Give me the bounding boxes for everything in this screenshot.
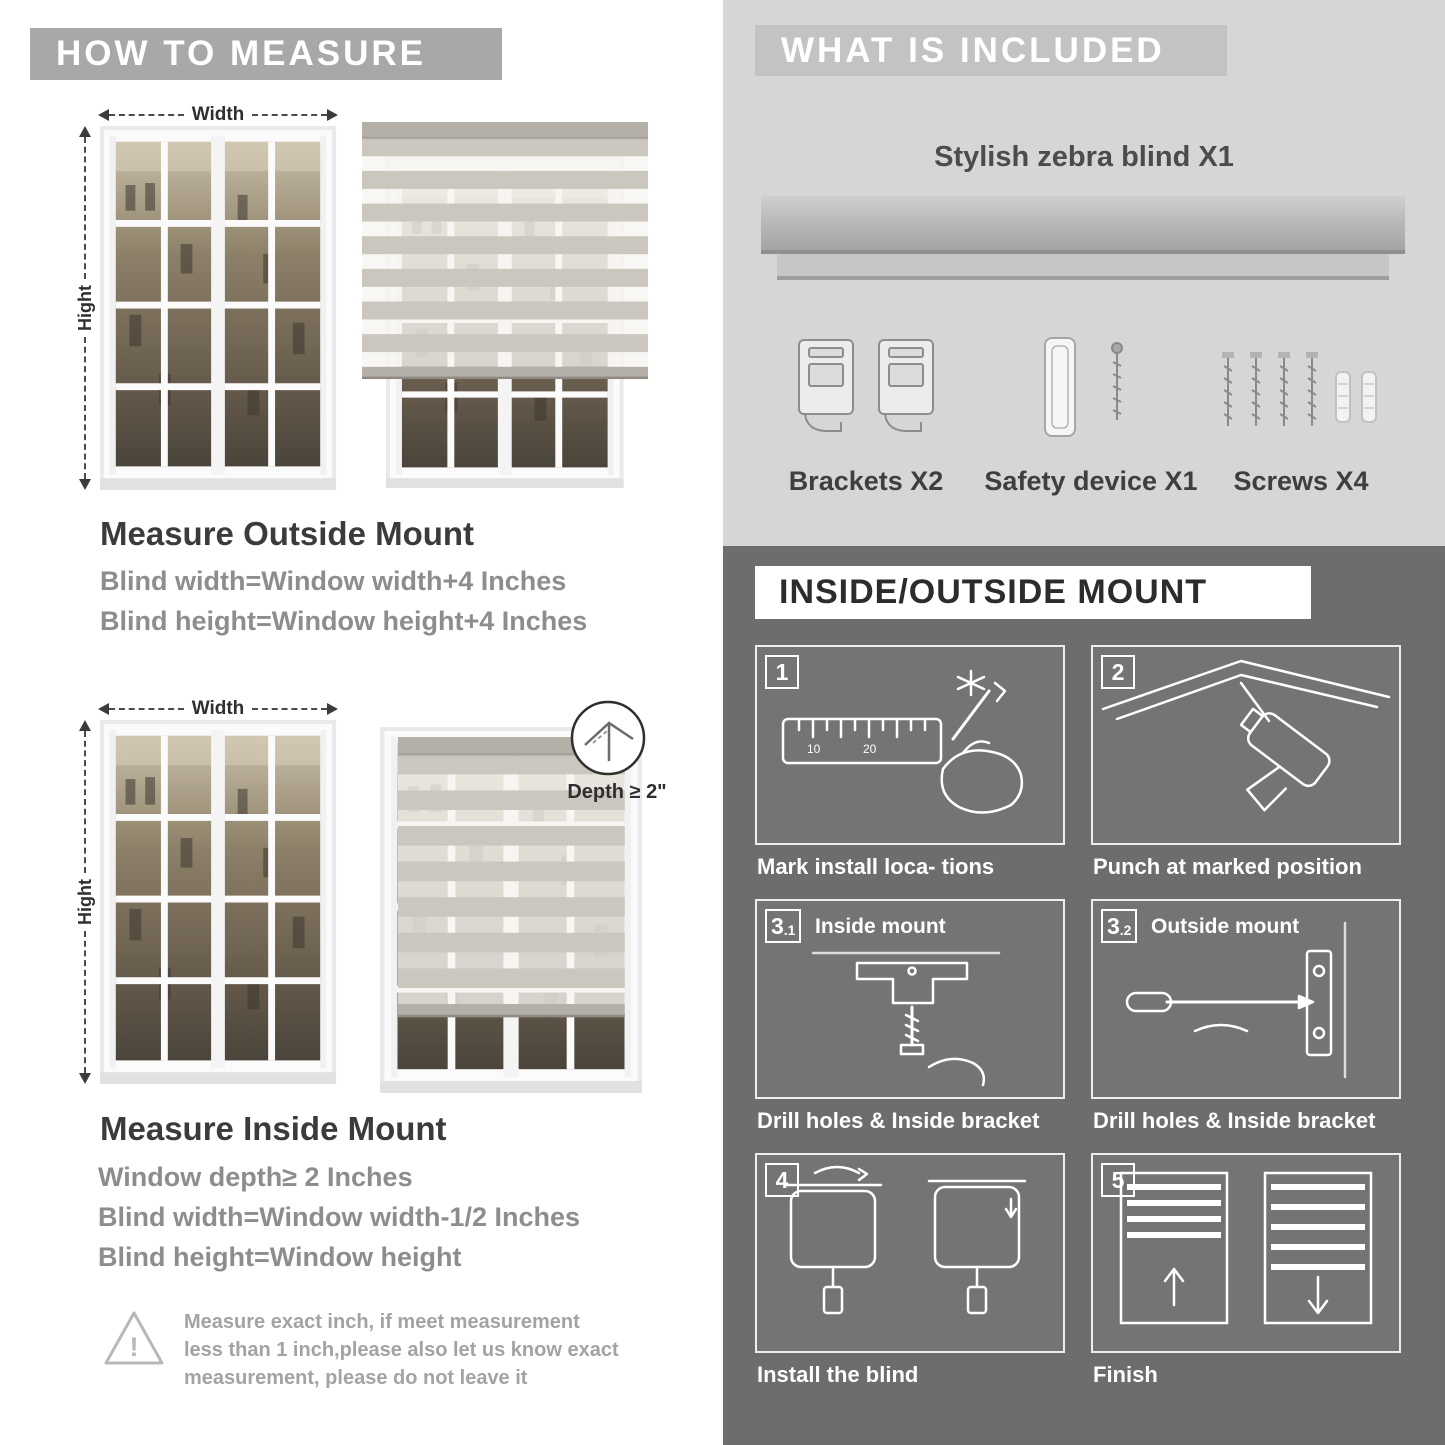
arrowhead-right-icon (327, 703, 338, 715)
step-5-panel: 5 (1091, 1153, 1401, 1353)
inside-mount-window-figure: Width Hight (72, 698, 338, 1085)
arrowhead-left-icon (98, 109, 109, 121)
step-3-1-caption: Drill holes & Inside bracket (757, 1108, 1040, 1133)
depth-callout-circle (570, 700, 646, 776)
depth-requirement-label: Depth ≥ 2" (567, 781, 667, 803)
step-2: 2 Punch at marked position (1091, 645, 1401, 881)
arrowhead-up-icon (79, 126, 91, 137)
svg-text:20: 20 (863, 742, 877, 756)
step-5: 5 Finish (1091, 1153, 1401, 1389)
inside-outside-mount-banner: INSIDE/OUTSIDE MOUNT (755, 566, 1311, 619)
step-1-caption: Mark install loca- tions (757, 854, 995, 879)
step-3-1-panel: 3.1 Inside mount (755, 899, 1065, 1099)
step-3-1-badge: 3.1 (765, 909, 802, 943)
svg-text:!: ! (130, 1332, 139, 1362)
arrowhead-right-icon (327, 109, 338, 121)
step-2-caption: Punch at marked position (1093, 854, 1362, 879)
brackets-icon (798, 339, 934, 432)
width-arrow: Width (98, 104, 338, 126)
step-1-badge: 1 (765, 655, 799, 689)
outside-height-formula: Blind height=Window height+4 Inches (100, 606, 588, 636)
width-label: Width (191, 104, 245, 125)
step-4-badge: 4 (765, 1163, 799, 1197)
screws-label: Screws X4 (1233, 466, 1369, 496)
anchor-icon (1335, 371, 1377, 423)
zebra-blind-product-label: Stylish zebra blind X1 (934, 141, 1234, 173)
height-label: Hight (74, 285, 95, 331)
measure-outside-mount-title: Measure Outside Mount (100, 515, 475, 552)
drill-illustration (1101, 659, 1391, 812)
height-arrow: Hight (72, 720, 98, 1085)
mark-locations-illustration: 10 20 (781, 669, 1024, 814)
screws-icon (1221, 351, 1377, 427)
step-3-2-panel: 3.2 Outside mount (1091, 899, 1401, 1099)
measure-inside-mount-title: Measure Inside Mount (100, 1110, 447, 1147)
arrowhead-left-icon (98, 703, 109, 715)
warning-icon: ! (104, 1311, 164, 1365)
inside-width-formula: Blind width=Window width-1/2 Inches (98, 1202, 581, 1232)
step-5-badge: 5 (1101, 1163, 1135, 1197)
what-is-included-section: WHAT IS INCLUDED Stylish zebra blind X1 … (723, 0, 1445, 546)
step-3-1: 3.1 Inside mount Drill holes & Inside br… (755, 899, 1065, 1135)
window-photo-illustration (98, 720, 338, 1084)
how-to-measure-banner: HOW TO MEASURE (30, 28, 502, 80)
installation-steps: 10 20 1 Mark install loca- tions (755, 645, 1401, 1407)
outside-bracket-illustration (1125, 921, 1347, 1079)
height-label: Hight (74, 879, 95, 925)
step-1-panel: 10 20 1 (755, 645, 1065, 845)
inside-outside-mount-section: INSIDE/OUTSIDE MOUNT 10 20 (723, 546, 1445, 1445)
how-to-measure-title: HOW TO MEASURE (56, 34, 426, 73)
arrowhead-down-icon (79, 1073, 91, 1085)
what-is-included-title: WHAT IS INCLUDED (781, 30, 1165, 70)
brackets-label: Brackets X2 (788, 466, 944, 496)
step-2-panel: 2 (1091, 645, 1401, 845)
arrowhead-down-icon (79, 479, 91, 491)
headrail-illustration (761, 196, 1405, 280)
inside-depth-formula: Window depth≥ 2 Inches (98, 1162, 413, 1192)
step-3-2: 3.2 Outside mount Drill holes & Inside b… (1091, 899, 1401, 1135)
step-4-caption: Install the blind (757, 1362, 919, 1387)
step-5-caption: Finish (1093, 1362, 1158, 1387)
measurement-warning: ! Measure exact inch, if meet measuremen… (102, 1308, 632, 1392)
what-is-included-banner: WHAT IS INCLUDED (755, 25, 1227, 76)
safety-device-label: Safety device X1 (984, 466, 1198, 496)
step-3-2-caption: Drill holes & Inside bracket (1093, 1108, 1376, 1133)
outside-width-formula: Blind width=Window width+4 Inches (100, 566, 567, 596)
outside-mount-blind-illustration (362, 122, 648, 488)
window-photo-illustration (98, 126, 338, 490)
finish-illustration (1119, 1171, 1373, 1325)
inside-outside-mount-title: INSIDE/OUTSIDE MOUNT (779, 573, 1208, 611)
warning-text: Measure exact inch, if meet measurement … (184, 1311, 619, 1389)
step-3-2-title: Outside mount (1151, 915, 1300, 938)
step-3-2-badge: 3.2 (1101, 909, 1138, 943)
outside-mount-window-figure: Width Hight (72, 104, 338, 491)
step-2-badge: 2 (1101, 655, 1135, 689)
inside-bracket-illustration (811, 951, 1001, 1087)
install-blind-illustration (783, 1165, 1027, 1315)
inside-height-formula: Blind height=Window height (98, 1242, 462, 1272)
step-1: 10 20 1 Mark install loca- tions (755, 645, 1065, 881)
width-label: Width (191, 698, 245, 719)
step-3-1-title: Inside mount (815, 915, 946, 938)
svg-text:10: 10 (807, 742, 821, 756)
arrowhead-up-icon (79, 720, 91, 731)
step-4-panel: 4 (755, 1153, 1065, 1353)
height-arrow: Hight (72, 126, 98, 491)
width-arrow: Width (98, 698, 338, 720)
safety-device-icon (1044, 337, 1123, 437)
step-4: 4 Install the blind (755, 1153, 1065, 1389)
